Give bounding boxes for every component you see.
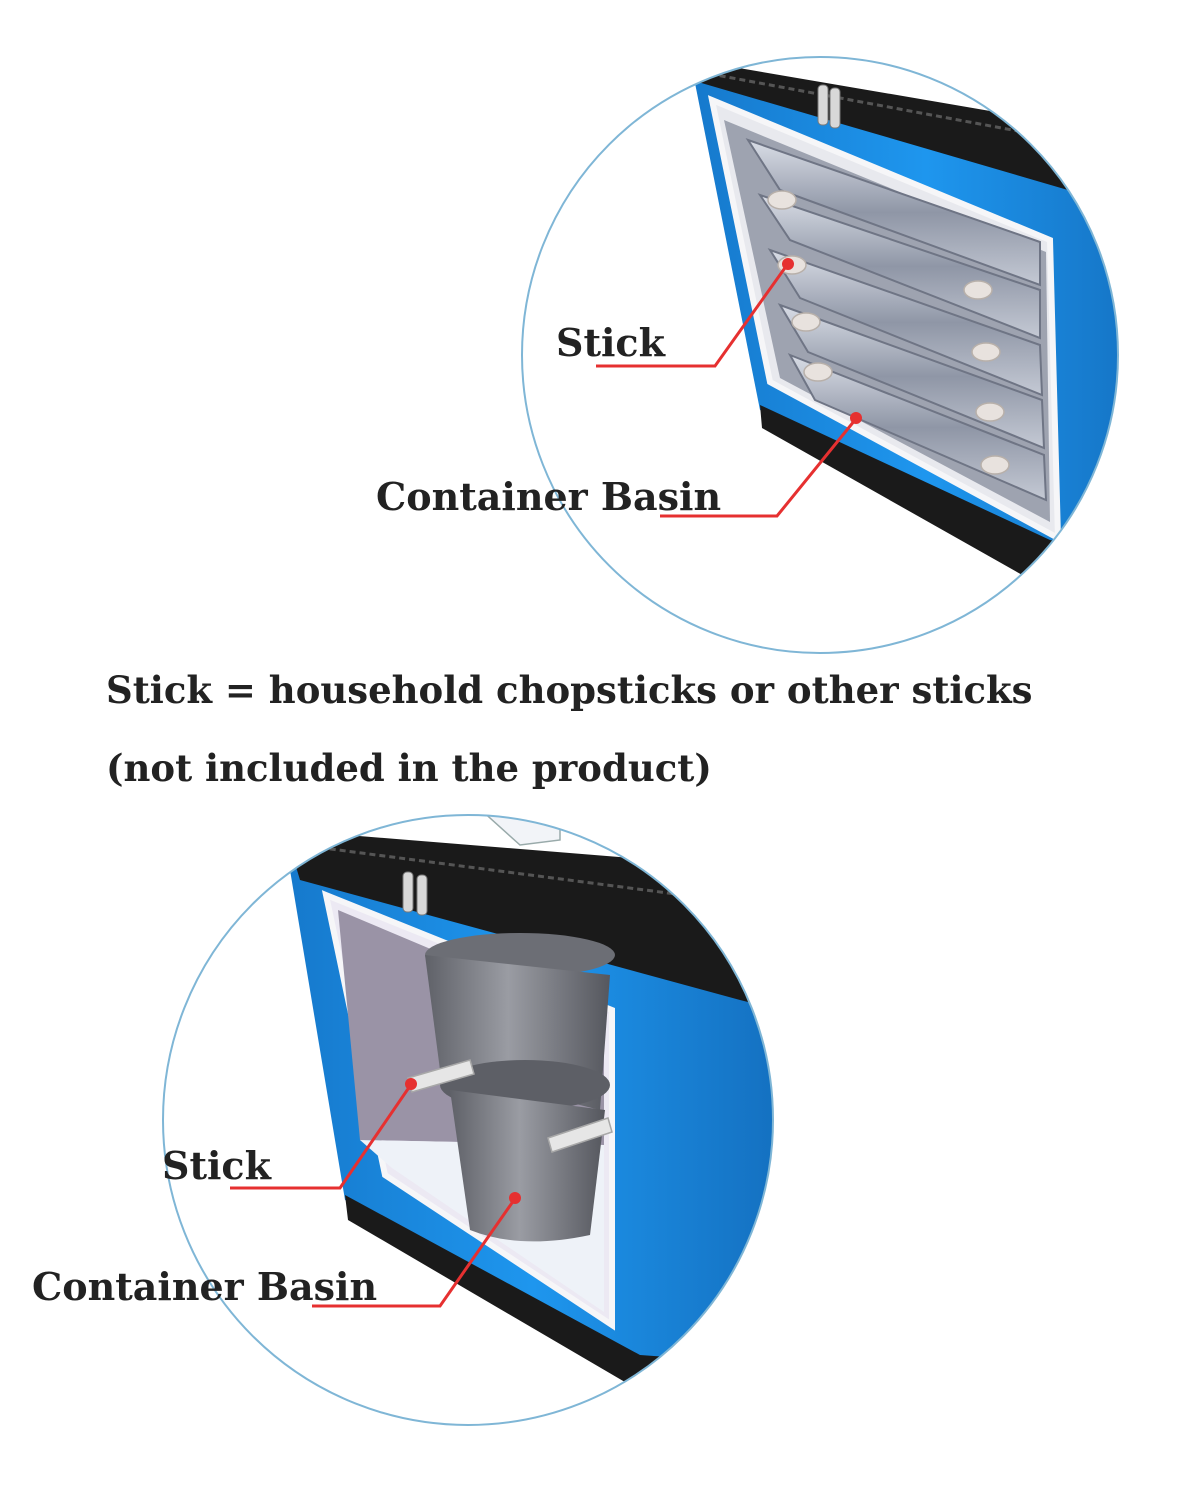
bottom-basin-label: Container Basin: [32, 1264, 378, 1309]
bottom-zipper-pull-icon: [402, 871, 428, 916]
caption-line-1: Stick = household chopsticks or other st…: [106, 668, 1033, 712]
top-basin-callout-line: [660, 412, 862, 518]
bottom-stick-callout-line: [230, 1078, 417, 1190]
top-sticks: [767, 190, 1010, 475]
top-zipper: [692, 60, 1118, 230]
top-circle-outline: [521, 56, 1119, 654]
top-stick-label: Stick: [556, 320, 665, 365]
top-zipper-pull-icon: [817, 84, 841, 129]
caption-line-2: (not included in the product): [106, 746, 712, 790]
top-stick-callout-line: [596, 258, 794, 368]
bottom-stick-label: Stick: [162, 1143, 271, 1188]
bottom-detail-circle: [163, 815, 773, 1425]
bottom-handle: [468, 815, 561, 846]
top-detail-circle: [522, 57, 1118, 653]
bottom-basin-callout-line: [312, 1192, 521, 1308]
bottom-circle-outline: [162, 814, 774, 1426]
top-basin-label: Container Basin: [376, 474, 722, 519]
